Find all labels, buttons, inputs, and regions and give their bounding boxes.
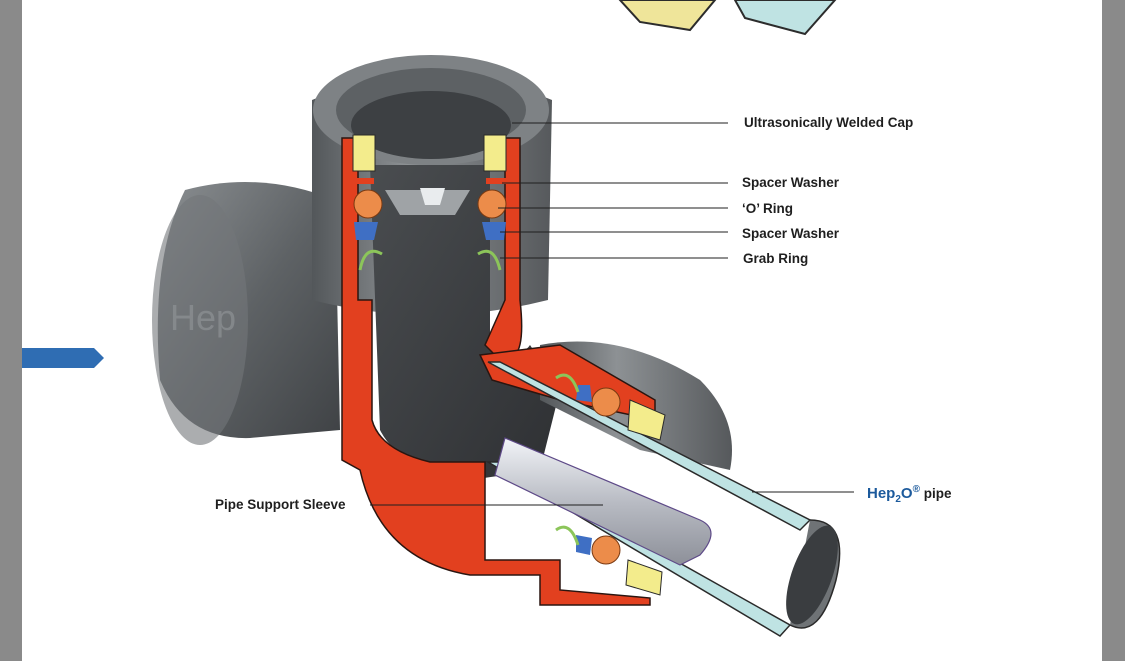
callout-spacer-washer-bottom: Spacer Washer	[742, 226, 840, 241]
pipe-support-sleeve	[494, 437, 712, 566]
fitting-left-socket: Hep	[152, 182, 340, 445]
top-socket-seals	[352, 134, 507, 271]
brand-name: Hep2O®	[867, 484, 920, 505]
callout-ultrasonically-welded-cap: Ultrasonically Welded Cap	[744, 115, 914, 130]
pipe-suffix: pipe	[923, 486, 952, 501]
fitting-bore	[370, 165, 560, 480]
previous-figure-fragment	[618, 0, 837, 36]
callout-o-ring: ‘O’ Ring	[742, 201, 794, 216]
callout-leader-lines	[370, 122, 854, 506]
svg-text:Hep: Hep	[170, 297, 236, 338]
callout-pipe-support-sleeve: Pipe Support Sleeve	[215, 497, 346, 512]
callout-spacer-washer-top: Spacer Washer	[742, 175, 840, 190]
callout-grab-ring: Grab Ring	[743, 251, 809, 266]
page-next-arrow-icon[interactable]	[22, 348, 104, 368]
right-socket-seals-lower	[555, 525, 663, 596]
right-socket-seals-upper	[555, 373, 666, 441]
callout-hep2o-pipe: Hep2O® pipe	[867, 484, 951, 505]
